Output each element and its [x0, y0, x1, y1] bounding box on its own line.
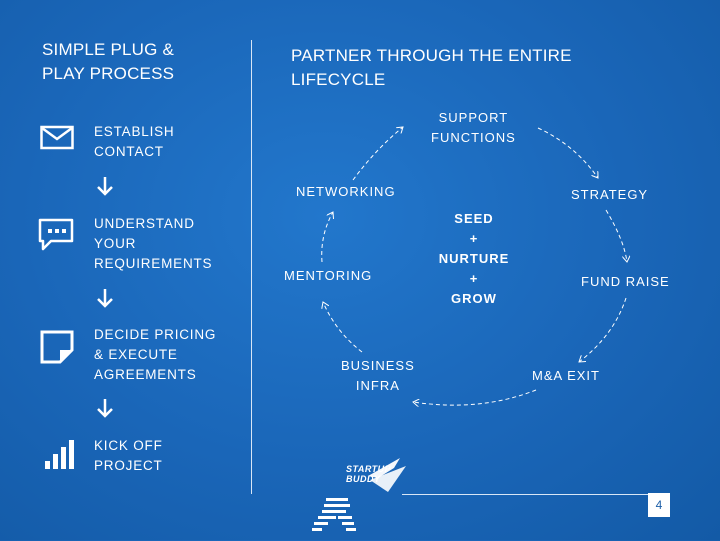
cycle-label-business-infra: BUSINESS INFRA: [341, 358, 415, 393]
cycle-label-strategy: STRATEGY: [571, 187, 649, 202]
step-label-establish-contact: ESTABLISH CONTACT: [94, 124, 175, 159]
cycle-label-fund-raise: FUND RAISE: [581, 274, 670, 289]
envelope-icon: [40, 125, 74, 151]
page-number: 4: [648, 493, 670, 517]
right-panel-title: PARTNER THROUGH THE ENTIRE LIFECYCLE: [291, 46, 572, 89]
chat-bubble-icon: [38, 218, 74, 252]
startup-buddy-logo: STARTUP BUDDY: [308, 458, 418, 536]
arrow-down-icon: [96, 398, 114, 422]
cycle-label-mentoring: MENTORING: [284, 268, 373, 283]
cycle-label-ma-exit: M&A EXIT: [532, 368, 600, 383]
left-panel-title: SIMPLE PLUG & PLAY PROCESS: [42, 40, 175, 83]
step-label-understand-requirements: UNDERSTAND YOUR REQUIREMENTS: [94, 216, 213, 271]
signal-bars-icon: [44, 440, 74, 470]
step-label-decide-pricing: DECIDE PRICING & EXECUTE AGREEMENTS: [94, 327, 217, 382]
cycle-label-support-functions: SUPPORT FUNCTIONS: [431, 110, 516, 145]
arrow-down-icon: [96, 176, 114, 200]
arrow-down-icon: [96, 288, 114, 312]
cycle-center-label: SEED + NURTURE + GROW: [438, 211, 510, 306]
step-label-kick-off-project: KICK OFF PROJECT: [94, 438, 163, 473]
footer-line: [402, 494, 662, 495]
vertical-divider: [251, 40, 252, 494]
logo-wordmark: STARTUP BUDDY: [346, 464, 392, 484]
document-icon: [40, 330, 74, 364]
cycle-label-networking: NETWORKING: [296, 184, 396, 199]
